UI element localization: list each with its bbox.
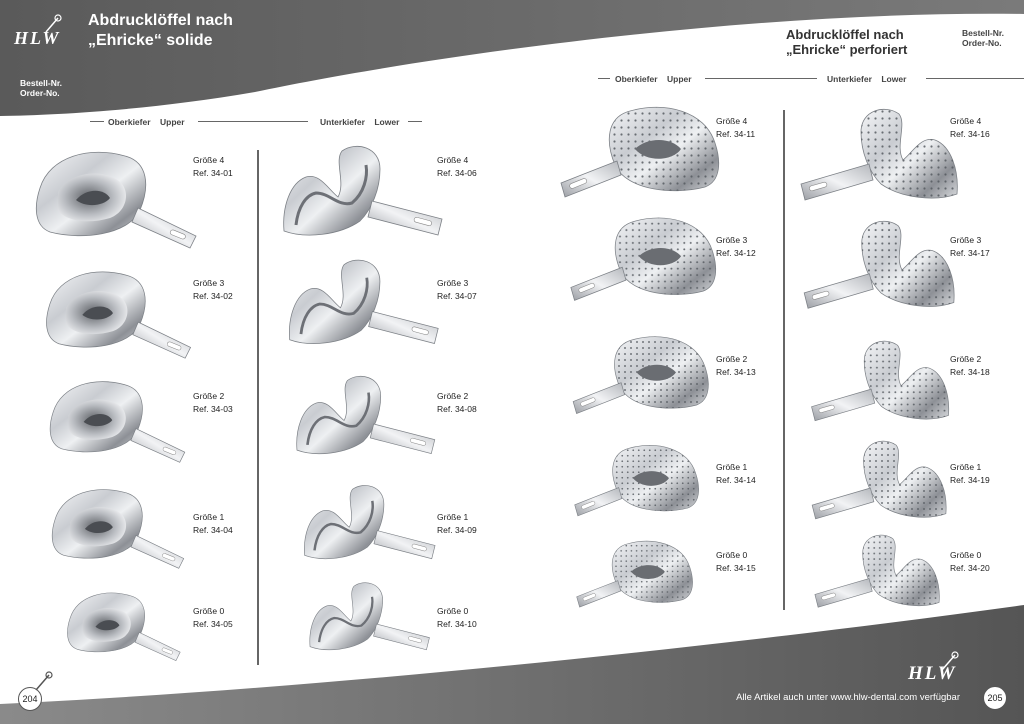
- dental-mirror-icon: [45, 14, 62, 33]
- tray-34-13-image: [572, 336, 709, 415]
- tray-34-19-image: [811, 440, 947, 520]
- dental-mirror-icon: [35, 671, 53, 691]
- bottom-band: [0, 605, 1024, 724]
- divider: [90, 121, 104, 122]
- tray-34-08-image: [296, 376, 436, 455]
- left-order-label: Bestell-Nr. Order-No.: [20, 78, 63, 98]
- tray-34-11-image: [560, 106, 720, 198]
- tray-34-09-image: [304, 485, 436, 560]
- footer-text: Alle Artikel auch unter www.hlw-dental.c…: [736, 692, 960, 703]
- divider: [705, 78, 817, 79]
- tray-34-05-image: [67, 592, 181, 661]
- tray-34-04-image: [51, 489, 185, 569]
- hlw-logo-top: HLW: [14, 28, 61, 48]
- column-divider: [783, 110, 785, 610]
- divider: [926, 78, 1024, 79]
- tray-34-06-image: [283, 146, 443, 236]
- page-number-left: 204: [18, 687, 42, 711]
- section-header-solid-lower: Unterkiefer Lower: [320, 117, 400, 127]
- tray-34-20-image: [814, 534, 940, 608]
- section-header-perforated-upper: Oberkiefer Upper: [615, 74, 692, 84]
- page-number-right: 205: [983, 686, 1007, 710]
- dental-mirror-icon: [941, 651, 959, 671]
- divider: [198, 121, 308, 122]
- tray-34-10-image: [309, 582, 430, 651]
- right-order-label: Bestell-Nr. Order-No.: [962, 28, 1005, 48]
- top-band: [0, 0, 1024, 116]
- tray-34-02-image: [46, 271, 192, 359]
- divider: [598, 78, 610, 79]
- tray-34-07-image: [289, 259, 439, 344]
- tray-34-12-image: [570, 217, 717, 301]
- divider: [408, 121, 422, 122]
- column-divider: [257, 150, 259, 665]
- left-title: Abdrucklöffel nach „Ehricke“ solide: [88, 12, 233, 49]
- tray-34-01-image: [35, 151, 197, 249]
- right-title: Abdrucklöffel nach „Ehricke“ perforiert: [786, 27, 908, 57]
- tray-34-17-image: [803, 221, 955, 309]
- tray-34-15-image: [576, 540, 693, 608]
- tray-34-16-image: [800, 109, 958, 201]
- tray-34-14-image: [574, 445, 699, 517]
- tray-34-18-image: [811, 340, 950, 422]
- tray-34-03-image: [49, 381, 186, 463]
- section-header-perforated-lower: Unterkiefer Lower: [827, 74, 907, 84]
- section-header-solid-upper: Oberkiefer Upper: [108, 117, 185, 127]
